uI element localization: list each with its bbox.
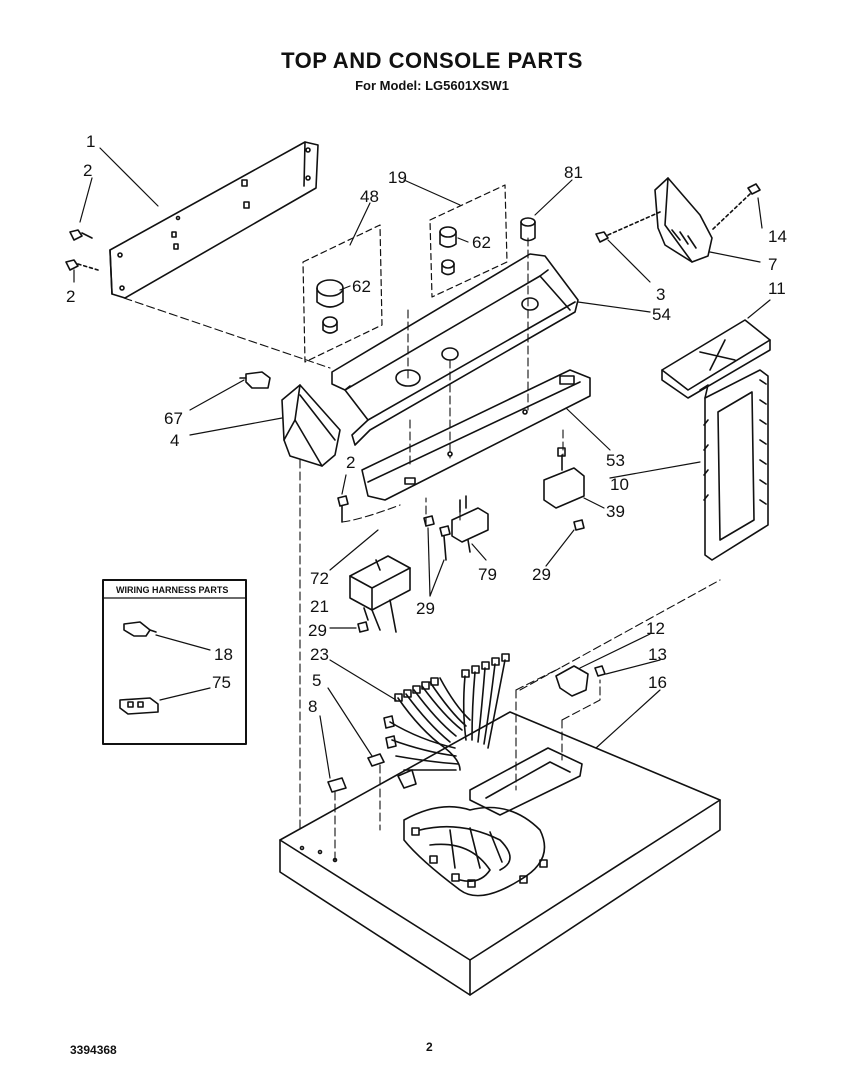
callout-13: 13 xyxy=(648,645,667,664)
callout-72: 72 xyxy=(310,569,329,588)
page-title: TOP AND CONSOLE PARTS xyxy=(281,48,583,73)
callout-21: 21 xyxy=(310,597,329,616)
callout-4: 4 xyxy=(170,431,179,450)
console-part xyxy=(331,253,579,446)
callout-54: 54 xyxy=(652,305,671,324)
callout-62: 62 xyxy=(472,233,491,252)
callout-62: 62 xyxy=(352,277,371,296)
screw-part xyxy=(337,495,585,633)
callout-3: 3 xyxy=(656,285,665,304)
model-subtitle: For Model: LG5601XSW1 xyxy=(355,78,509,93)
end-cap-part xyxy=(281,384,341,467)
callout-14: 14 xyxy=(768,227,787,246)
callout-18: 18 xyxy=(214,645,233,664)
callout-39: 39 xyxy=(606,502,625,521)
clip-part xyxy=(327,753,385,793)
callout-2: 2 xyxy=(66,287,75,306)
callout-29: 29 xyxy=(308,621,327,640)
callout-8: 8 xyxy=(308,697,317,716)
callout-53: 53 xyxy=(606,451,625,470)
callout-5: 5 xyxy=(312,671,321,690)
alignment-lines xyxy=(123,237,721,861)
callout-labels: 1 2 2 19 48 81 62 62 14 3 7 11 54 67 4 5… xyxy=(66,132,787,716)
clip-part xyxy=(239,371,271,389)
callout-11: 11 xyxy=(768,279,786,298)
callout-81: 81 xyxy=(564,163,583,182)
inset-title: WIRING HARNESS PARTS xyxy=(116,585,228,595)
timer-knob-part xyxy=(302,224,383,363)
wiring-harness-part xyxy=(383,653,548,897)
callout-23: 23 xyxy=(310,645,329,664)
callout-48: 48 xyxy=(360,187,379,206)
callout-2: 2 xyxy=(83,161,92,180)
callout-79: 79 xyxy=(478,565,497,584)
rear-panel-part xyxy=(109,141,319,299)
push-button-knob-part xyxy=(520,217,536,242)
page-number: 2 xyxy=(426,1040,433,1054)
switch-part xyxy=(349,555,411,633)
document-number: 3394368 xyxy=(70,1043,117,1057)
screw-part xyxy=(65,229,99,271)
console-base-part xyxy=(361,369,591,501)
callout-75: 75 xyxy=(212,673,231,692)
callout-12: 12 xyxy=(646,619,665,638)
lint-filter-housing-part xyxy=(699,369,769,561)
callout-2: 2 xyxy=(346,453,355,472)
callout-10: 10 xyxy=(610,475,629,494)
callout-16: 16 xyxy=(648,673,667,692)
callout-67: 67 xyxy=(164,409,183,428)
callout-29: 29 xyxy=(532,565,551,584)
switch-part xyxy=(451,495,489,553)
screw-part xyxy=(595,183,761,243)
terminal-block-part xyxy=(555,665,606,697)
top-panel-part xyxy=(279,711,721,996)
lint-filter-cover-part xyxy=(661,319,771,399)
wiring-harness-inset xyxy=(102,579,247,745)
selector-knob-part xyxy=(429,184,508,298)
callout-1: 1 xyxy=(86,132,95,151)
callout-19: 19 xyxy=(388,168,407,187)
callout-leaders xyxy=(73,147,771,779)
switch-part xyxy=(543,447,585,509)
bracket-part xyxy=(654,177,713,263)
callout-7: 7 xyxy=(768,255,777,274)
callout-29: 29 xyxy=(416,599,435,618)
